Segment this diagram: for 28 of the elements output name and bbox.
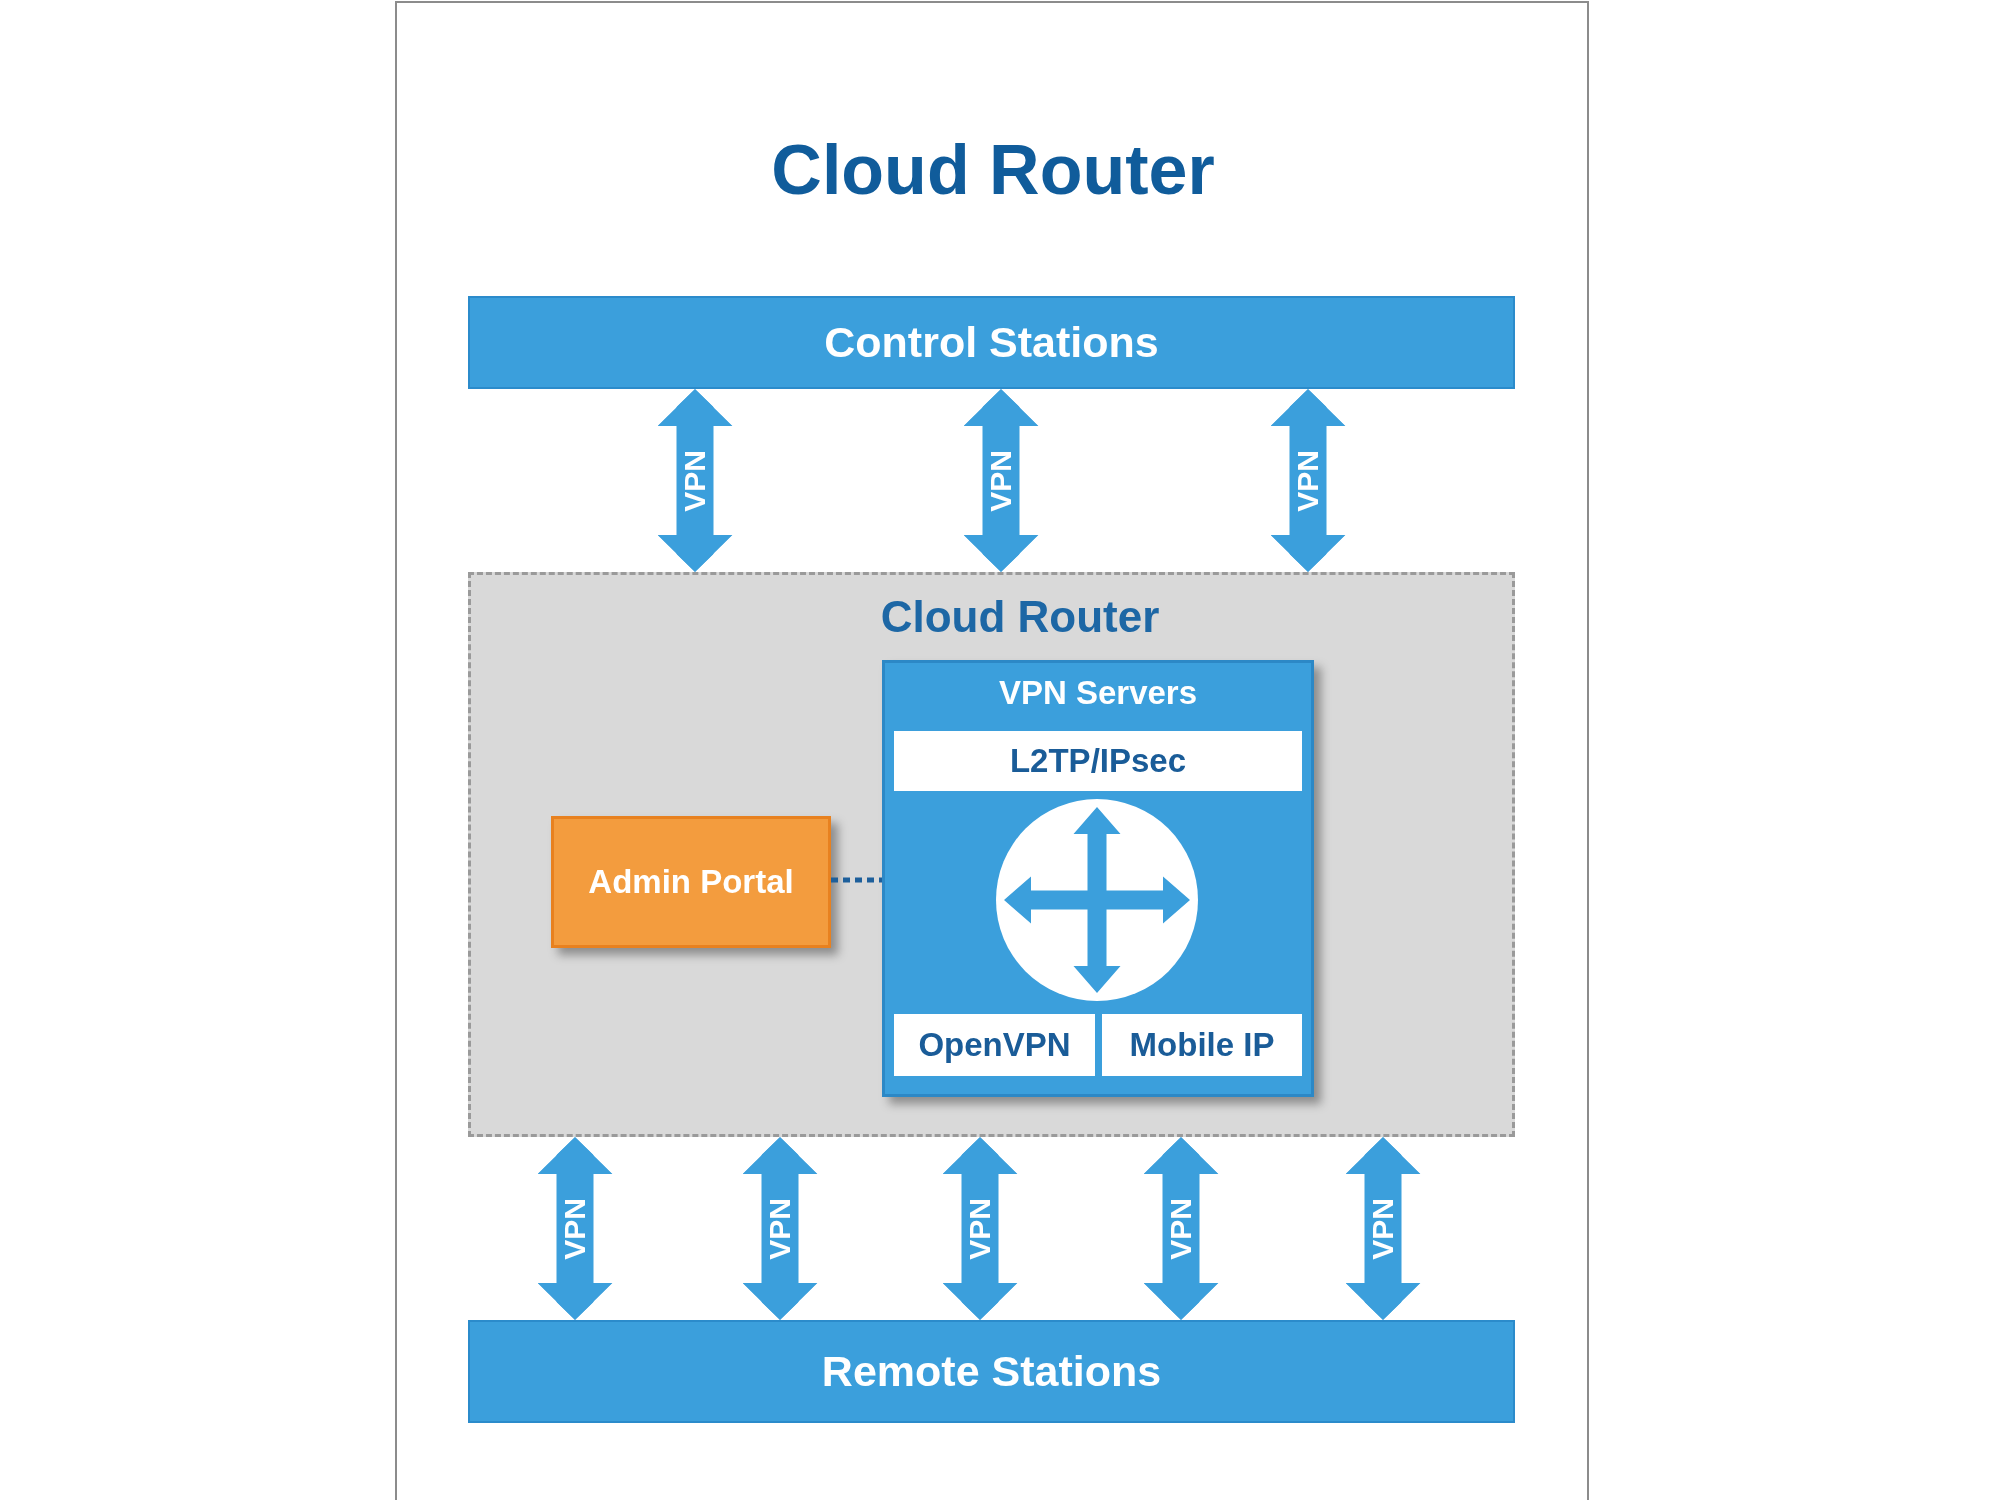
station-bar: Remote Stations [468, 1320, 1515, 1423]
edge-label: VPN [680, 449, 710, 512]
protocol-box: Mobile IP [1102, 1014, 1302, 1076]
edge-label: VPN [986, 449, 1016, 512]
diagram-title: Cloud Router [771, 130, 1215, 210]
edge-label: VPN [1166, 1197, 1196, 1260]
panel-heading: VPN Servers [998, 674, 1198, 712]
protocol-box: L2TP/IPsec [894, 731, 1302, 791]
double-arrow [942, 1137, 1018, 1320]
double-arrow [1270, 389, 1346, 572]
protocol-box: OpenVPN [894, 1014, 1095, 1076]
edge-label: VPN [965, 1197, 995, 1260]
edge-label: VPN [1293, 449, 1323, 512]
double-arrow [963, 389, 1039, 572]
station-bar: Control Stations [468, 296, 1515, 389]
dotted-connector [831, 877, 882, 883]
portal-box: Admin Portal [551, 816, 831, 948]
double-arrow [537, 1137, 613, 1320]
double-arrow [1345, 1137, 1421, 1320]
double-arrow [657, 389, 733, 572]
edge-label: VPN [560, 1197, 590, 1260]
group-heading: Cloud Router [880, 592, 1160, 642]
edge-label: VPN [1368, 1197, 1398, 1260]
double-arrow [742, 1137, 818, 1320]
server-panel [882, 660, 1314, 1097]
double-arrow [1143, 1137, 1219, 1320]
group-container [468, 572, 1515, 1137]
edge-label: VPN [765, 1197, 795, 1260]
